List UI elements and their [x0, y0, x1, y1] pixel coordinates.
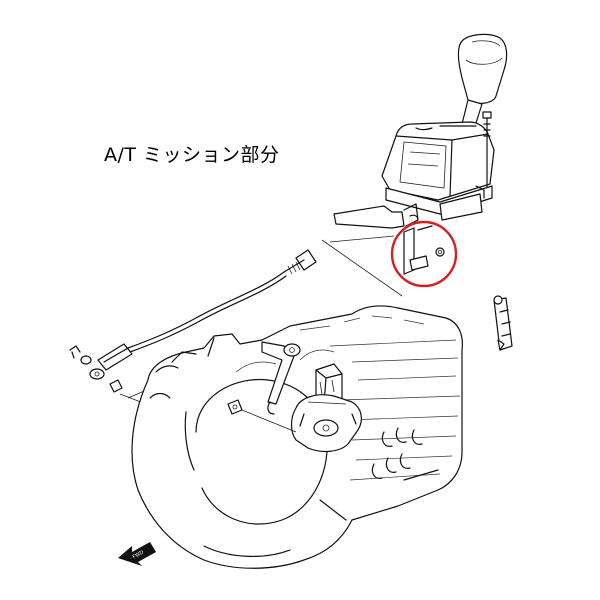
- shift-lever-assembly: [333, 33, 508, 275]
- shift-cable: [69, 249, 317, 415]
- shift-arm: [261, 341, 301, 415]
- diagram-title: A/T ミッション部分: [104, 144, 280, 166]
- switch-bolt: [227, 399, 297, 433]
- inhibitor-switch: [290, 363, 362, 453]
- front-arrow-label: FWD: [132, 550, 145, 561]
- cable-bracket-part: [493, 295, 513, 351]
- front-arrow-icon: FWD: [118, 542, 156, 566]
- highlight-circle: [390, 220, 458, 288]
